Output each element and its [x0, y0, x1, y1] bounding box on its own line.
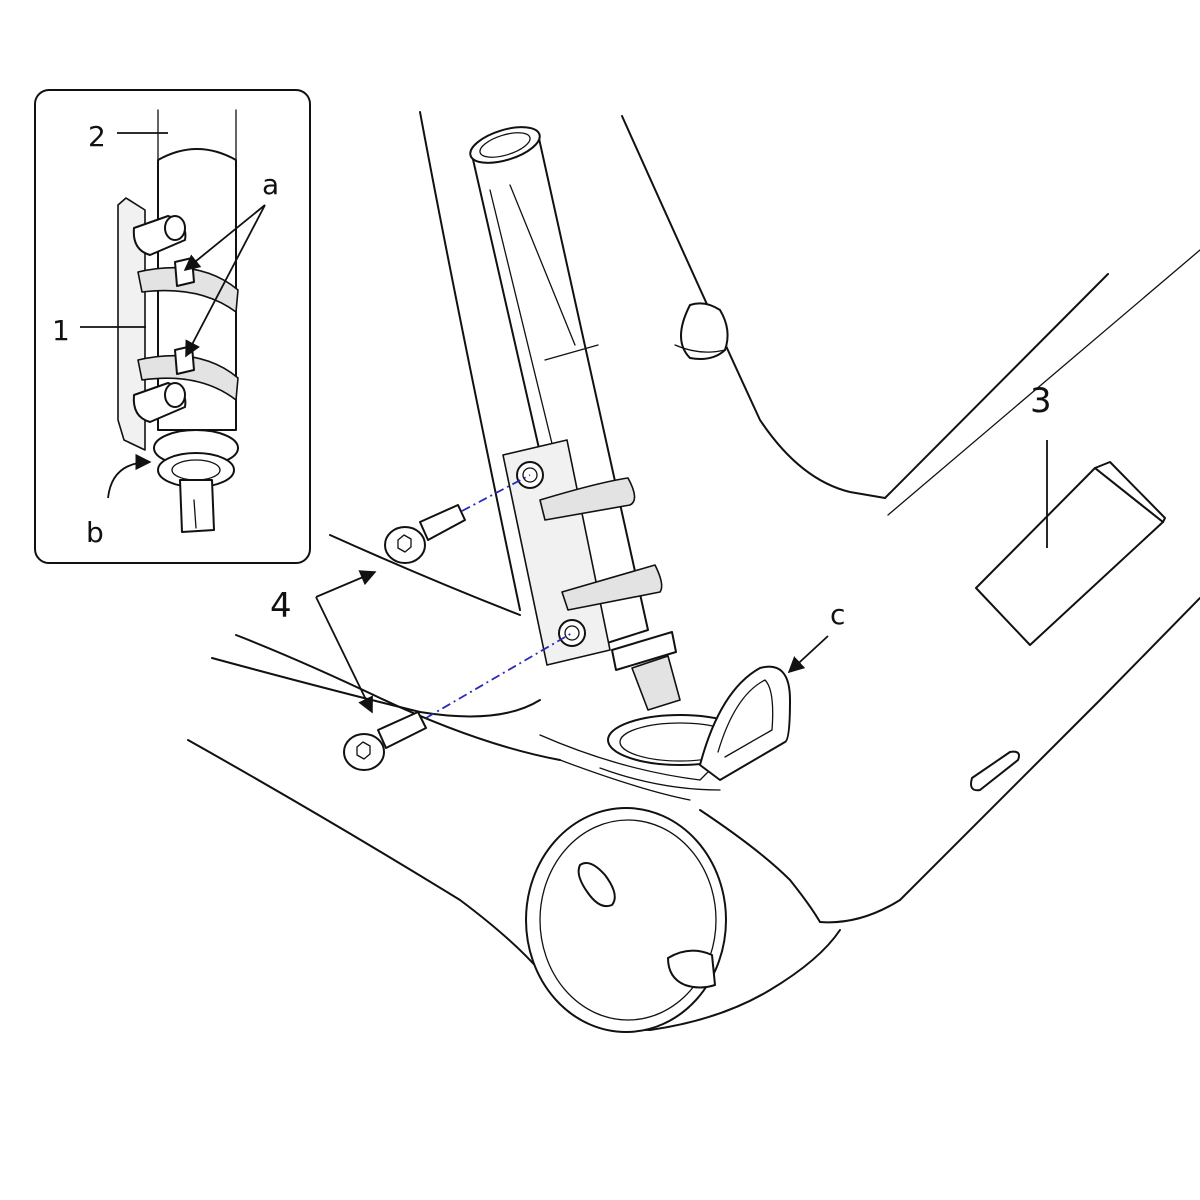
frame-edge-1: [599, 767, 721, 791]
frame-bb-right-2: [649, 929, 841, 1031]
callout-4-arrows: [315, 570, 377, 714]
sensor-tube-stripe-2: [509, 184, 576, 346]
callout-label-2: 2: [88, 120, 106, 153]
bb-slot-upper: [577, 862, 616, 908]
frame-bb-floor: [539, 734, 721, 781]
arrow-icon: [315, 570, 377, 598]
inset-plug-slot: [193, 499, 197, 529]
frame-seatstay-mid: [235, 634, 561, 761]
bolt-lower-shank: [377, 711, 427, 749]
bracket-hole-lower-inner: [564, 625, 580, 641]
callout-label-a: a: [262, 168, 279, 201]
frame-down-tube-top-line: [419, 111, 521, 611]
sensor-tube-stripe-3: [544, 344, 599, 361]
inset-plug: [179, 479, 215, 533]
strap-lower: [561, 564, 663, 611]
cable-loop-outer: [699, 665, 791, 781]
block-edge: [1029, 521, 1164, 646]
inset-boss-lower-face: [164, 382, 186, 408]
bolt-upper-axis: [461, 474, 531, 512]
connector-plug: [631, 655, 681, 711]
part-3-block: [975, 440, 1166, 646]
sensor-assembly: [469, 126, 681, 711]
mounting-bracket-plate: [502, 439, 611, 666]
bolt-upper: [384, 504, 466, 564]
frame-seatstay-low: [211, 657, 541, 718]
inset-bracket-plate: [117, 197, 146, 451]
bolt-upper-hex: [397, 534, 412, 553]
callout-label-b: b: [86, 516, 104, 549]
cable-loop-inner: [717, 679, 774, 758]
frame-right-tube-inner: [887, 249, 1200, 516]
callout-label-4: 4: [270, 586, 292, 626]
frame-right-tube: [884, 273, 1109, 499]
bracket-hole-upper-inner: [522, 467, 538, 483]
hex-socket-bolt-icon: [384, 526, 426, 564]
sensor-tube-cap-inner: [479, 132, 531, 158]
inset-boss-upper-face: [164, 215, 186, 241]
strap-upper: [539, 477, 636, 521]
bottom-bracket-shell-outer: [525, 807, 727, 1033]
inset-detail: [34, 89, 311, 564]
bolt-upper-shank: [419, 504, 466, 541]
arrow-icon: [787, 635, 829, 674]
bolt-lower-hex: [356, 741, 371, 760]
cable-guide-loop: [699, 665, 791, 781]
bolt-lower-axis: [425, 632, 573, 719]
frame-bb-floor-2: [559, 759, 691, 801]
inset-strap-head-lower: [174, 345, 195, 375]
sensor-tube-cap: [469, 126, 541, 164]
block-front-edge: [1094, 461, 1111, 469]
bottom-bracket-shell-inner: [539, 819, 717, 1021]
connector-collar: [611, 631, 677, 671]
hex-socket-bolt-icon: [343, 733, 385, 771]
frame-seatstay-top: [329, 534, 521, 616]
frame-bb-right: [699, 809, 821, 923]
callout-label-3: 3: [1030, 381, 1052, 421]
bike-frame: [187, 111, 1200, 1033]
bb-slot-lower: [667, 949, 716, 989]
bracket-hole-lower: [558, 619, 586, 647]
frame-nub-inner: [674, 344, 726, 353]
arrow-icon: [185, 204, 266, 358]
arrow-icon: [183, 204, 266, 272]
callout-label-1: 1: [52, 314, 70, 347]
frame-cable-port: [970, 750, 1020, 792]
inset-strap-head-upper: [174, 257, 195, 287]
callout-label-c: c: [830, 598, 845, 631]
frame-down-tube-right-line: [621, 115, 886, 499]
bolt-lower: [343, 711, 427, 771]
arrow-icon: [107, 453, 152, 499]
frame-right-tube-lower: [819, 597, 1200, 924]
arrow-icon: [315, 596, 373, 714]
